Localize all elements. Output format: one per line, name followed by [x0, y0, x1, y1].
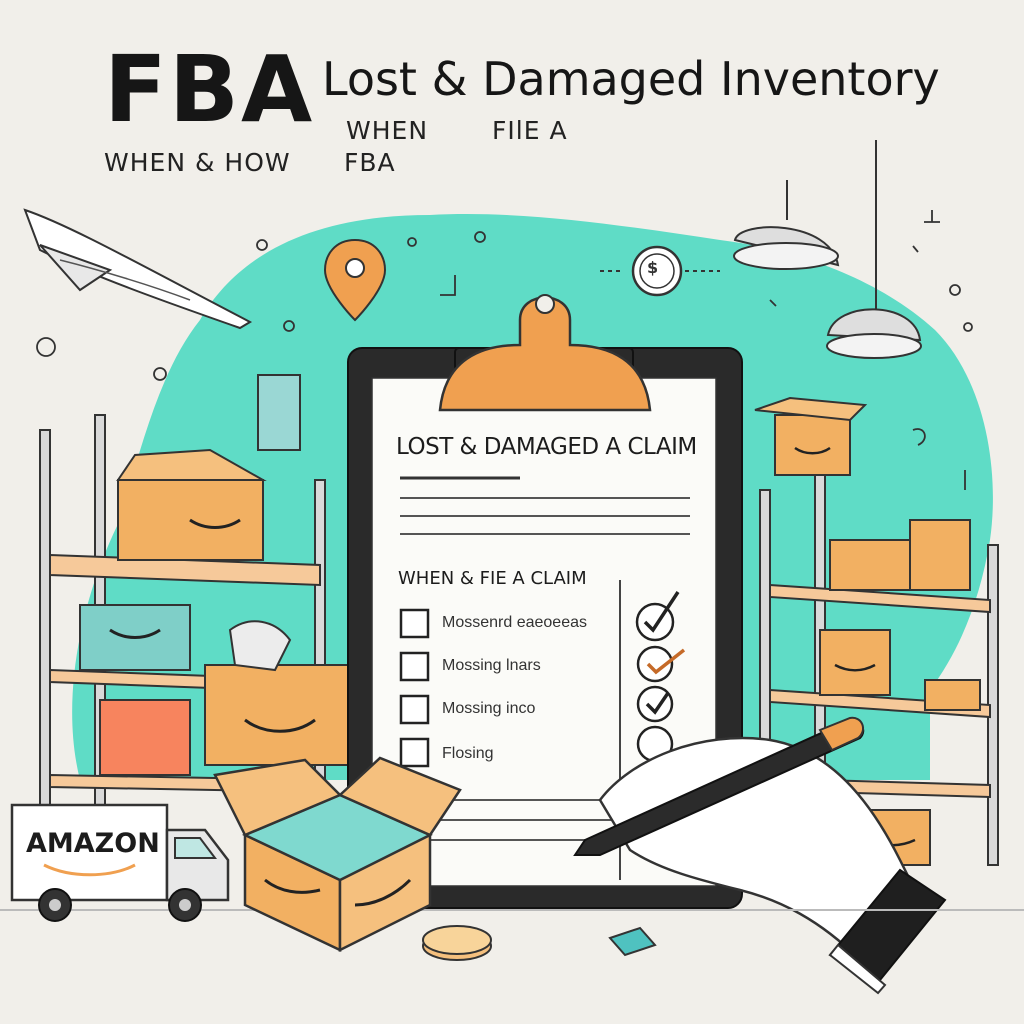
claim-section-title: WHEN & FIE A CLAIM: [398, 568, 587, 589]
eraser-icon: [608, 926, 657, 957]
amazon-truck-icon: [10, 803, 230, 922]
doodle-icons: [36, 210, 973, 490]
subtitle-fba: FBA: [344, 148, 396, 177]
coin-icon: [422, 925, 492, 961]
checklist-item-label: Mossing inco: [442, 700, 536, 717]
check-circles: [635, 591, 686, 763]
open-box-icon: [213, 756, 462, 953]
checkbox-list: [399, 608, 430, 768]
dollar-circle-icon: [600, 245, 720, 297]
hanging-lamp-icon: [733, 140, 922, 359]
brand-heading: FBA: [104, 36, 315, 143]
claim-title: LOST & DAMAGED A CLAIM: [396, 434, 697, 460]
subtitle-when: WHEN: [346, 116, 429, 145]
checklist-item-label: Flosing: [442, 745, 494, 762]
hand-with-pen-icon: [573, 716, 947, 995]
page-title: Lost & Damaged Inventory: [322, 52, 940, 106]
truck-label: AMAZON: [26, 828, 160, 859]
subtitle-when-how: WHEN & HOW: [104, 148, 291, 177]
dollar-label: $: [647, 258, 659, 277]
subtitle-file: FIlE A: [492, 116, 568, 145]
checklist-item-label: Mossing lnars: [442, 657, 541, 674]
location-pin-icon: [323, 238, 387, 322]
paper-plane-icon: [23, 208, 253, 330]
checklist-item-label: Mossenrd eaeoeeas: [442, 614, 587, 631]
